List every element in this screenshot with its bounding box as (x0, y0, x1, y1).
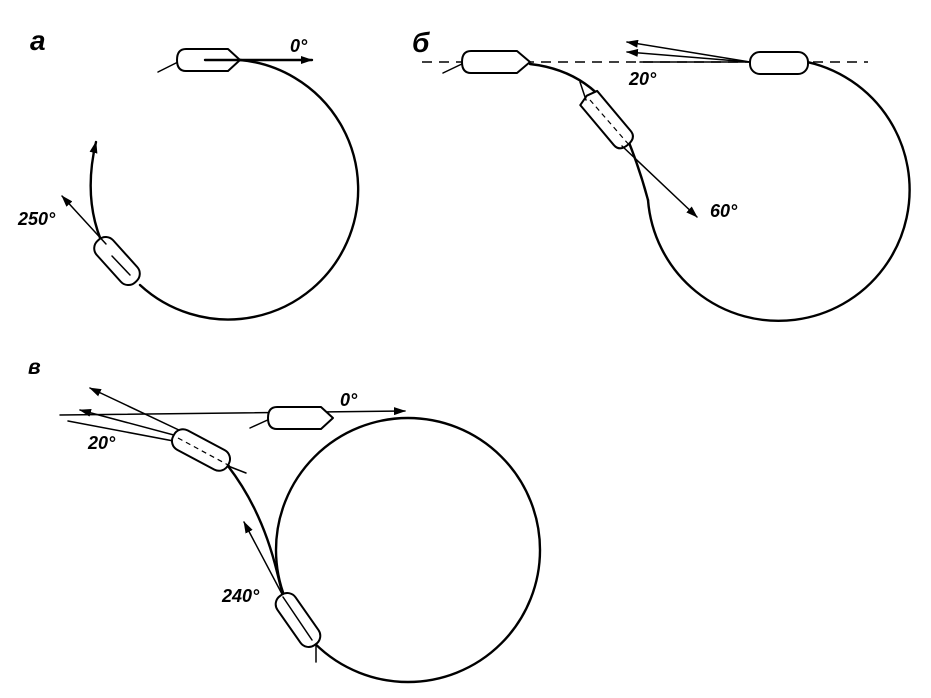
panel-v-turning-circle (274, 416, 542, 684)
panel-v-ship-axis (177, 437, 231, 467)
panel-v-ship-start (267, 406, 334, 430)
panel-a: а 0° 250° (17, 25, 360, 321)
panel-v-label-0deg: 0° (340, 390, 358, 410)
panel-b-label: б (412, 27, 430, 58)
panel-b-label-20deg: 20° (628, 69, 657, 89)
panel-v-label: в (28, 356, 41, 379)
panel-a-label: а (30, 25, 46, 56)
panel-a-ship-axis (111, 255, 131, 276)
panel-b-ship-middle (579, 89, 634, 150)
panel-v: в 0° 20° 240° (28, 356, 542, 684)
panel-b-marker-tick (579, 81, 587, 101)
panel-v-label-20deg: 20° (87, 433, 116, 453)
panel-b-drift-arrow-1 (626, 39, 751, 63)
panel-v-ship-middle (170, 428, 232, 472)
panel-v-label-240deg: 240° (221, 586, 260, 606)
panel-v-trajectory (226, 464, 284, 594)
panel-b-label-60deg: 60° (710, 201, 738, 221)
panel-b-ship-axis (589, 99, 631, 147)
panel-v-ship-axis-2 (282, 596, 313, 641)
panel-b-drift-arrow-2 (626, 48, 751, 63)
panel-b-turning-circle (646, 57, 911, 322)
panel-a-turning-circle (138, 58, 360, 321)
panel-b-ship-final (749, 51, 809, 75)
panel-a-label-250deg: 250° (17, 209, 56, 229)
panel-b: б 60° 20° (412, 27, 911, 322)
panel-a-label-0deg: 0° (290, 36, 308, 56)
panel-b-heading-arrow-60 (621, 145, 698, 218)
panel-v-heading-arrow-240 (243, 521, 283, 595)
panel-v-reference-line (59, 407, 406, 416)
panel-a-heading-arrow-250 (61, 195, 107, 245)
panel-b-ship-start (461, 50, 531, 74)
panel-v-marker-tick (227, 465, 247, 474)
